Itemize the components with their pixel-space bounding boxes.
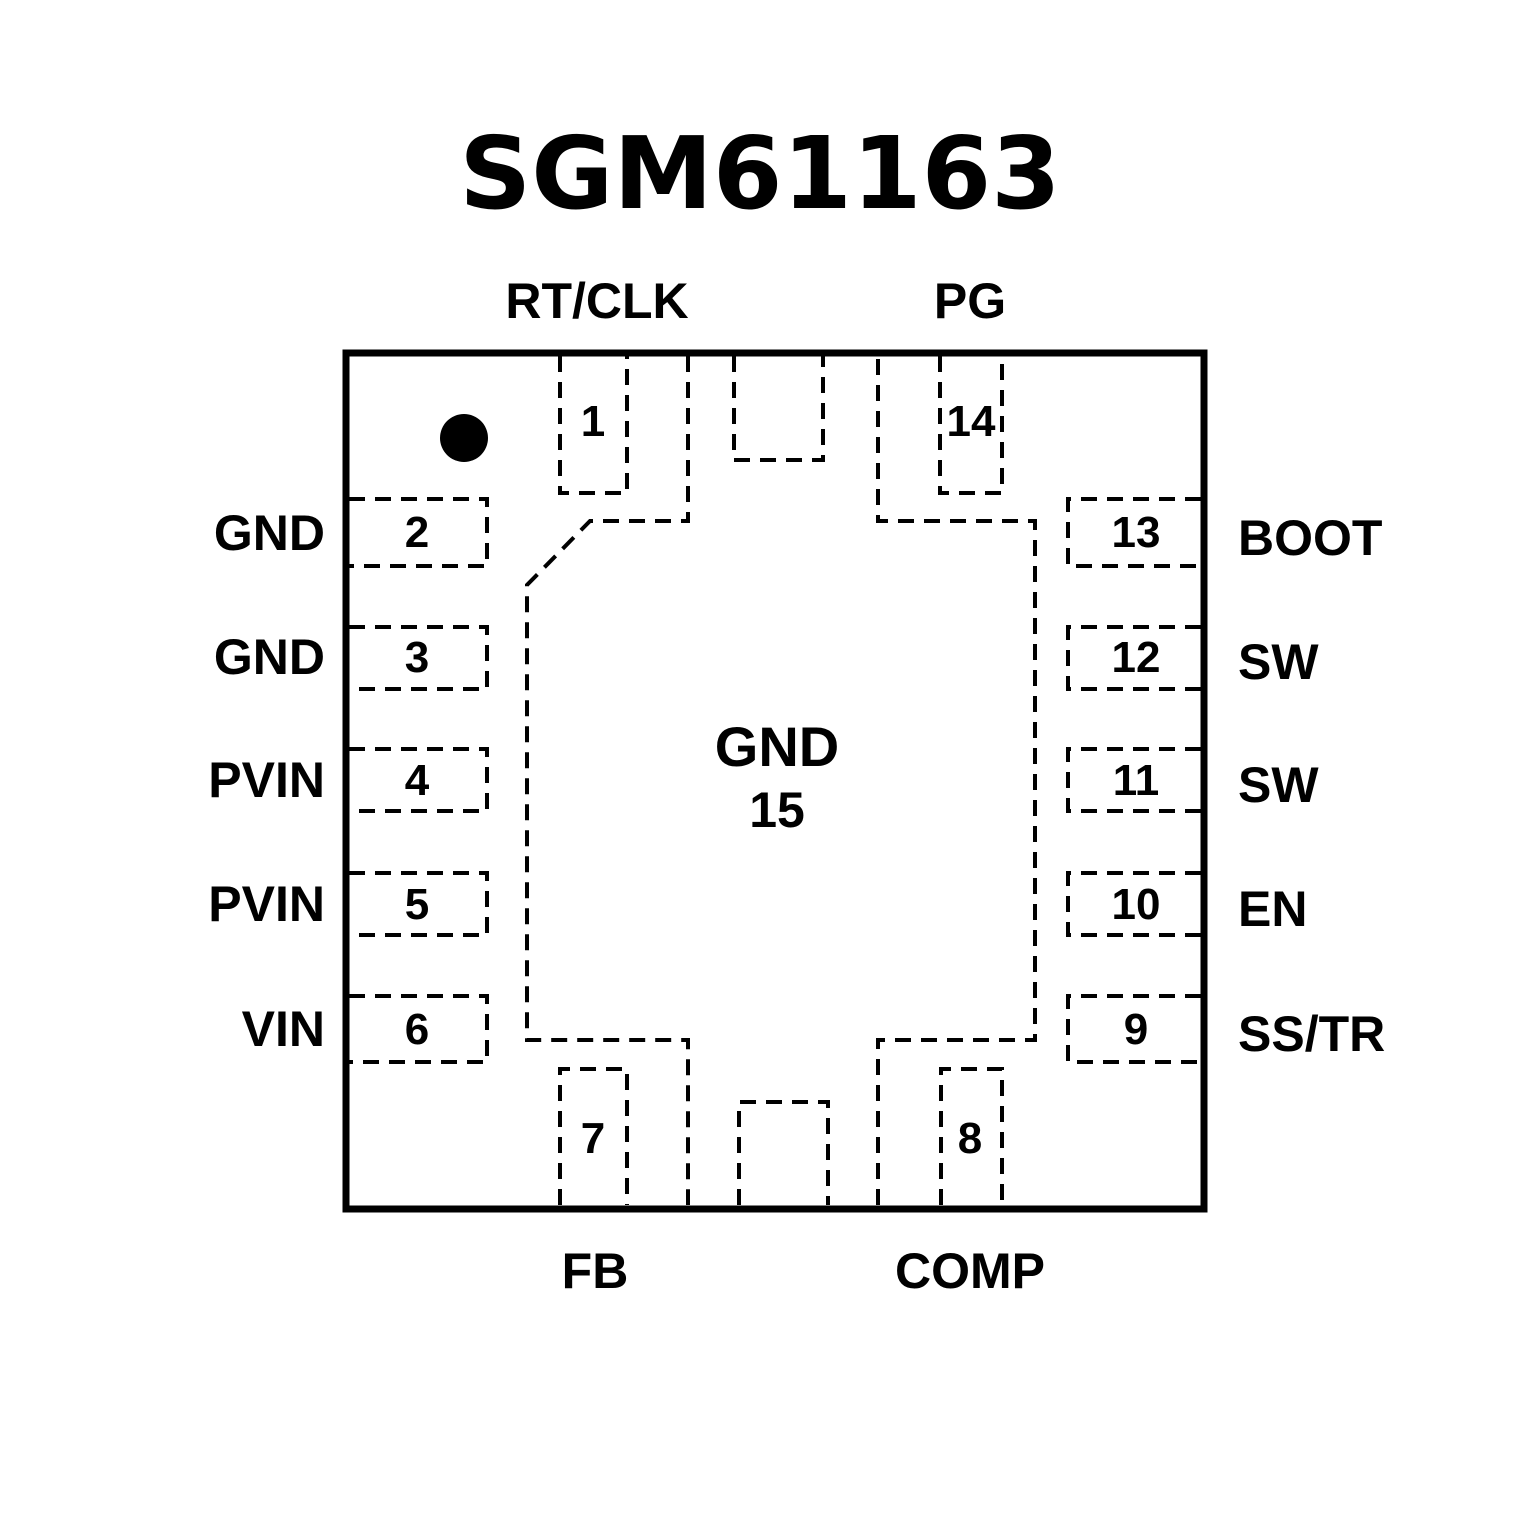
pin-7-name: FB <box>562 1243 629 1299</box>
pin-4-pad <box>349 747 489 813</box>
pin-14-pad <box>938 356 1004 495</box>
pin-8-number: 8 <box>958 1114 982 1163</box>
pin-2-name: GND <box>214 505 325 561</box>
pin-10-number: 10 <box>1112 880 1161 929</box>
pin-14-number: 14 <box>947 397 996 446</box>
left-pins: 2 GND 3 GND 4 PVIN 5 PVIN 6 VIN <box>208 497 489 1064</box>
pin-3-pad <box>349 625 489 691</box>
pin-12-number: 12 <box>1112 633 1161 682</box>
center-pad-label: GND <box>715 715 839 778</box>
pin-6-pad <box>349 994 489 1064</box>
pin-12-pad <box>1066 625 1201 691</box>
pin-8-pad <box>939 1067 1004 1205</box>
chip-title: SGM61163 <box>459 115 1061 232</box>
pin-7-number: 7 <box>581 1114 605 1163</box>
pin-4-number: 4 <box>405 756 430 805</box>
pin-14-name: PG <box>934 273 1006 329</box>
bottom-tab-outline <box>737 1100 830 1205</box>
pin-3-number: 3 <box>405 633 429 682</box>
pin-11-number: 11 <box>1113 756 1160 805</box>
pin-5-pad <box>349 871 489 937</box>
pin-11-pad <box>1066 747 1201 813</box>
pin-6-name: VIN <box>242 1001 325 1057</box>
pin-1-pad <box>558 356 629 495</box>
pin-13-pad <box>1066 497 1201 568</box>
pin-9-name: SS/TR <box>1238 1006 1385 1062</box>
package-outline <box>342 349 1208 1213</box>
pin-1-number: 1 <box>581 397 605 446</box>
pin-2-number: 2 <box>405 508 429 557</box>
pin-7-pad <box>558 1067 629 1205</box>
center-pad-number: 15 <box>749 782 805 838</box>
pin-13-name: BOOT <box>1238 510 1382 566</box>
pin-13-number: 13 <box>1112 508 1161 557</box>
pin1-indicator-dot <box>440 414 488 462</box>
pin-2-pad <box>349 497 489 568</box>
pin-9-pad <box>1066 994 1201 1064</box>
exposed-pad-outline <box>525 356 1037 1205</box>
pin-8-name: COMP <box>895 1243 1045 1299</box>
pin-10-name: EN <box>1238 881 1307 937</box>
pin-1-name: RT/CLK <box>505 273 688 329</box>
pin-6-number: 6 <box>405 1005 429 1054</box>
pin-4-name: PVIN <box>208 752 325 808</box>
pin-11-name: SW <box>1238 757 1319 813</box>
pin-9-number: 9 <box>1124 1005 1148 1054</box>
right-pins: 13 BOOT 12 SW 11 SW 10 EN 9 SS/TR <box>1066 497 1385 1064</box>
top-tab-outline <box>732 356 825 462</box>
pin-3-name: GND <box>214 629 325 685</box>
pin-12-name: SW <box>1238 634 1319 690</box>
pin-10-pad <box>1066 871 1201 937</box>
pin-5-number: 5 <box>405 880 429 929</box>
pin-5-name: PVIN <box>208 876 325 932</box>
